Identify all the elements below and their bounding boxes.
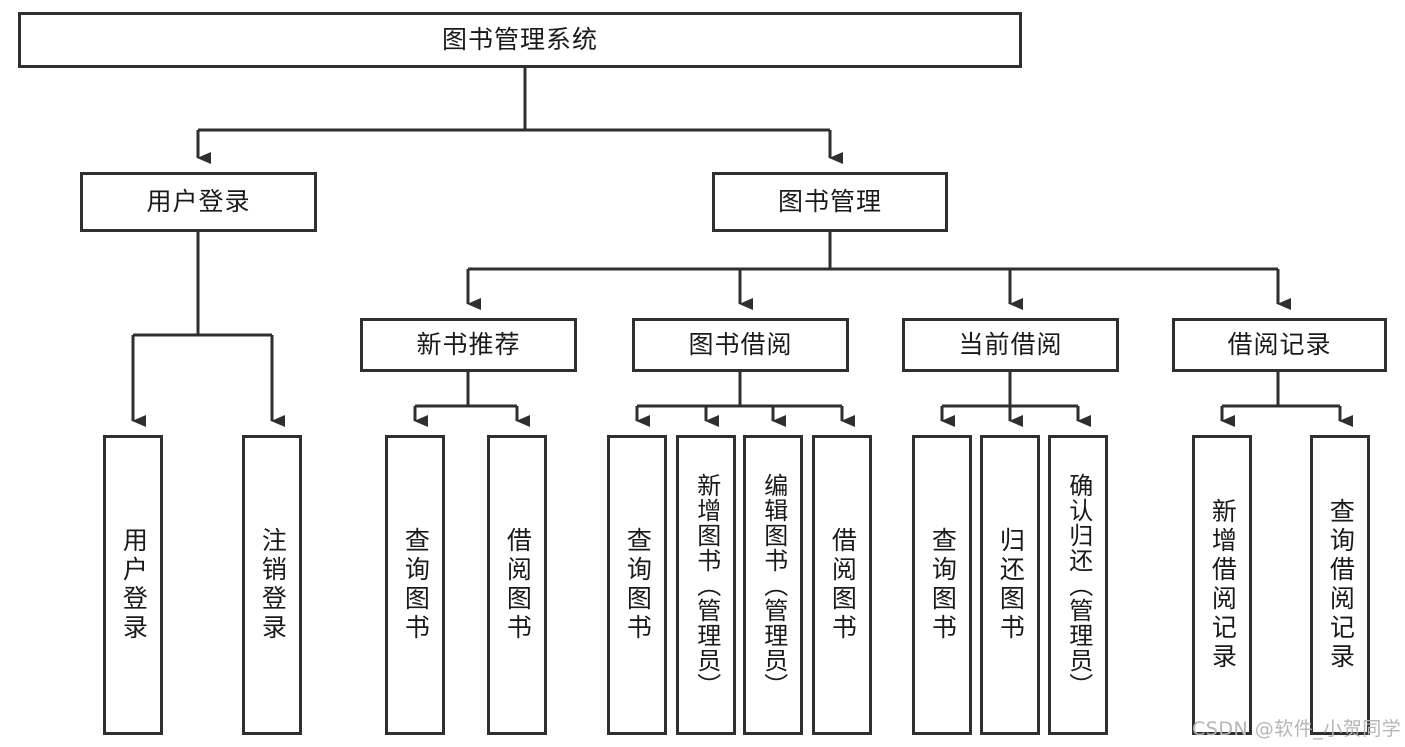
- node-leaf-add-book-label: 新增图书（管理员）: [692, 472, 721, 698]
- node-leaf-return-book-label: 归还图书: [996, 527, 1026, 643]
- node-leaf-query-book-1[interactable]: 查询图书: [385, 435, 445, 735]
- node-current-borrow-label: 当前借阅: [958, 329, 1063, 359]
- node-leaf-borrow-book-1[interactable]: 借阅图书: [487, 435, 547, 735]
- watermark: CSDN @软件_小贺同学: [1192, 718, 1402, 740]
- node-leaf-query-book-3[interactable]: 查询图书: [912, 435, 972, 735]
- node-book-manage[interactable]: 图书管理: [712, 172, 948, 232]
- node-current-borrow[interactable]: 当前借阅: [902, 318, 1119, 372]
- node-user-login[interactable]: 用户登录: [80, 172, 317, 232]
- node-borrow-record[interactable]: 借阅记录: [1172, 318, 1387, 372]
- node-root-label: 图书管理系统: [441, 24, 598, 54]
- node-leaf-confirm-return-label: 确认归还（管理员）: [1064, 472, 1093, 698]
- node-borrow-record-label: 借阅记录: [1227, 329, 1332, 359]
- node-leaf-borrow-book-2[interactable]: 借阅图书: [812, 435, 872, 735]
- node-new-book-recommend[interactable]: 新书推荐: [360, 318, 577, 372]
- node-leaf-add-record-label: 新增借阅记录: [1208, 498, 1238, 672]
- node-leaf-user-login-label: 用户登录: [119, 527, 149, 643]
- node-leaf-borrow-book-2-label: 借阅图书: [828, 527, 858, 643]
- node-leaf-add-book[interactable]: 新增图书（管理员）: [676, 435, 736, 735]
- node-leaf-logout-label: 注销登录: [258, 527, 288, 643]
- node-new-book-recommend-label: 新书推荐: [416, 329, 521, 359]
- node-leaf-query-book-1-label: 查询图书: [401, 527, 431, 643]
- node-leaf-query-book-2-label: 查询图书: [623, 527, 653, 643]
- node-leaf-borrow-book-1-label: 借阅图书: [503, 527, 533, 643]
- node-user-login-label: 用户登录: [146, 186, 251, 216]
- node-book-borrow[interactable]: 图书借阅: [632, 318, 849, 372]
- node-leaf-add-record[interactable]: 新增借阅记录: [1192, 435, 1252, 735]
- node-leaf-return-book[interactable]: 归还图书: [980, 435, 1040, 735]
- node-book-manage-label: 图书管理: [777, 186, 882, 216]
- node-leaf-query-book-2[interactable]: 查询图书: [607, 435, 667, 735]
- node-root[interactable]: 图书管理系统: [18, 12, 1022, 68]
- node-leaf-logout[interactable]: 注销登录: [242, 435, 302, 735]
- node-leaf-query-book-3-label: 查询图书: [928, 527, 958, 643]
- node-leaf-edit-book[interactable]: 编辑图书（管理员）: [743, 435, 803, 735]
- node-leaf-user-login[interactable]: 用户登录: [103, 435, 163, 735]
- node-leaf-query-record-label: 查询借阅记录: [1326, 498, 1356, 672]
- node-leaf-query-record[interactable]: 查询借阅记录: [1310, 435, 1370, 735]
- node-leaf-edit-book-label: 编辑图书（管理员）: [759, 472, 788, 698]
- node-leaf-confirm-return[interactable]: 确认归还（管理员）: [1048, 435, 1108, 735]
- node-book-borrow-label: 图书借阅: [688, 329, 793, 359]
